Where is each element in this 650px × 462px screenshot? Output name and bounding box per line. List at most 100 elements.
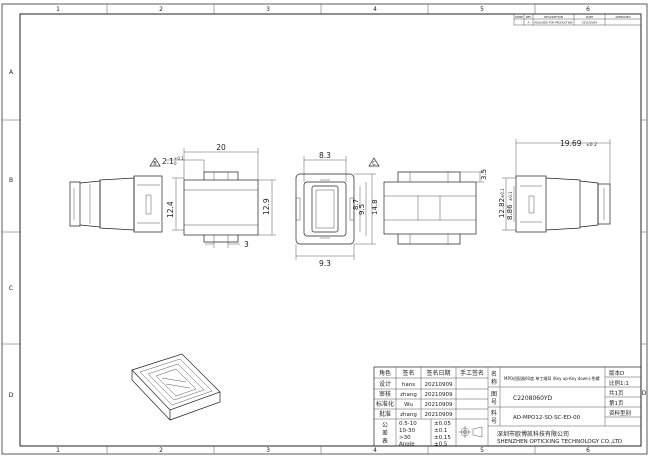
title-side-row-letter: D — [642, 390, 647, 397]
title-row-designer-sign: hans — [402, 382, 415, 388]
dim-right-h1: 12.82 — [498, 198, 506, 218]
tolerance-value-2: ±0.1 — [434, 428, 447, 434]
title-row-standard-sign: Wu — [404, 402, 413, 408]
column-label-5: 5 — [480, 6, 484, 13]
dim-right-length: 19.69 — [560, 139, 582, 148]
dim-front-outer-h: 14.8 — [371, 199, 379, 215]
category-label: 资料型别 — [609, 409, 631, 417]
title-row-checker-role: 审核 — [379, 390, 391, 398]
title-row-approver-sign: zhang — [400, 412, 417, 418]
column-label-4-bottom: 4 — [373, 447, 377, 454]
sheet-total-label: 共1页 — [609, 389, 624, 397]
title-row-designer-role: 设计 — [379, 380, 391, 388]
revision-header-rev: REV — [526, 15, 532, 19]
revision-header-description: DESCRIPTION — [544, 15, 563, 19]
name-label-2: 称 — [491, 378, 497, 386]
material-number: AD-MPO12-SD-SC-ED-00 — [513, 415, 581, 421]
material-label-2: 号 — [491, 418, 497, 425]
dim-body-length: 20 — [216, 143, 226, 152]
view-body-side — [183, 171, 259, 243]
view-front — [295, 173, 355, 245]
dimension-labels: 2.1 +0.1 0 12.4 20 12.9 3 8.3 9.3 8.7 9.… — [162, 139, 597, 268]
column-label-3: 3 — [266, 6, 270, 13]
dim-taper: 2.1 — [162, 157, 174, 166]
view-side-right — [515, 175, 611, 233]
part-name: MPO适配器00度 单工端耳 (Key up-Key down)-免螺 — [504, 375, 600, 381]
view-side-left — [69, 175, 163, 233]
tolerance-label-1: 公 — [382, 422, 388, 429]
title-row-approver-date: 20210909 — [425, 412, 453, 418]
flag-c-label: C — [372, 161, 376, 167]
view-top — [383, 171, 477, 245]
column-label-1-bottom: 1 — [56, 447, 60, 454]
tolerance-range-2: 10-30 — [399, 428, 415, 434]
name-label-1: 名 — [491, 370, 497, 378]
revision-date-value: 2021/09/09 — [582, 21, 597, 25]
revision-block: ZONE REV DESCRIPTION DATE APPROVED A REL… — [513, 13, 642, 26]
drawing-label-1: 图 — [491, 391, 497, 398]
title-block: 角色 签名 签名日期 手工签名 设计 hans 20210909 审核 zhan… — [373, 366, 647, 448]
dim-front-inner-h1: 8.7 — [352, 199, 360, 210]
revision-header-approved: APPROVED — [615, 15, 630, 19]
dim-right-h2-tol: ±0.1 — [508, 191, 513, 201]
tolerance-label-2: 差 — [382, 429, 388, 437]
column-label-6: 6 — [586, 6, 590, 13]
title-header-sign: 签名 — [402, 369, 414, 377]
version-label: 版本D — [609, 369, 624, 377]
title-row-approver-role: 批准 — [379, 410, 391, 418]
tolerance-value-3: ±0.15 — [434, 435, 451, 441]
title-row-standard-role: 标准化 — [376, 400, 394, 408]
material-label-1: 料 — [491, 409, 497, 417]
dim-taper-tol-upper: +0.1 — [174, 156, 184, 161]
dim-right-h1-tol: ±0.1 — [500, 188, 505, 198]
column-label-1: 1 — [56, 6, 60, 13]
dim-right-h2: 8.86 — [506, 204, 514, 220]
dim-side-height: 12.4 — [166, 201, 175, 218]
tolerance-label-3: 表 — [382, 437, 388, 445]
tolerance-value-1: ±0.05 — [434, 421, 451, 427]
column-label-4: 4 — [373, 6, 377, 13]
isometric-view — [131, 353, 221, 421]
drawing-frame: 1 2 3 4 5 6 1 2 3 4 5 6 A B C D — [1, 3, 648, 455]
revision-description-value: RELEASED FOR PRODUCTION — [534, 21, 572, 25]
drawing-number: C2208060YD — [513, 395, 553, 402]
column-label-2-bottom: 2 — [159, 447, 163, 454]
tolerance-range-3: >30 — [399, 435, 411, 441]
sheet-number-label: 第1页 — [609, 399, 624, 407]
revision-header-zone: ZONE — [515, 15, 523, 19]
dimension-lines — [166, 139, 611, 260]
dim-body-height: 12.9 — [262, 198, 271, 215]
title-row-checker-date: 20210909 — [425, 392, 453, 398]
dim-slot: 3 — [244, 240, 249, 249]
title-row-standard-date: 20210909 — [425, 402, 453, 408]
dim-front-bottom-width: 9.3 — [319, 259, 331, 268]
tolerance-range-angle: Angle — [399, 442, 415, 448]
dim-front-top-width: 8.3 — [319, 151, 331, 160]
column-label-6-bottom: 6 — [586, 447, 590, 454]
projection-symbol-icon — [459, 426, 483, 438]
company-name-en: SHENZHEN OPTICKING TECHNOLOGY CO.,LTD — [497, 439, 622, 445]
drawing-label-2: 号 — [491, 399, 497, 406]
scale-label: 比例1:1 — [609, 379, 629, 387]
row-label-d: D — [9, 392, 14, 399]
title-row-designer-date: 20210909 — [425, 382, 453, 388]
inspection-flag-b: B — [149, 157, 161, 167]
column-label-3-bottom: 3 — [266, 447, 270, 454]
revision-header-date: DATE — [586, 15, 594, 19]
dim-top-offset: 3.5 — [480, 169, 488, 180]
title-header-hand: 手工签名 — [460, 369, 484, 377]
row-label-b: B — [9, 177, 13, 184]
tolerance-range-1: 0.5-10 — [399, 421, 417, 427]
row-label-a: A — [9, 69, 14, 76]
company-name-cn: 深圳市欧博凯科技有限公司 — [497, 430, 569, 438]
dim-front-inner-h2: 9.5 — [358, 204, 366, 215]
column-label-2: 2 — [159, 6, 163, 13]
flag-b-label: B — [153, 161, 157, 167]
title-row-checker-sign: zhang — [400, 392, 417, 398]
dim-taper-tol-lower: 0 — [174, 161, 177, 166]
column-label-5-bottom: 5 — [480, 447, 484, 454]
title-header-role: 角色 — [379, 369, 391, 377]
dim-right-length-tol: ±0.2 — [586, 142, 597, 148]
inspection-flag-c: C — [368, 157, 380, 167]
